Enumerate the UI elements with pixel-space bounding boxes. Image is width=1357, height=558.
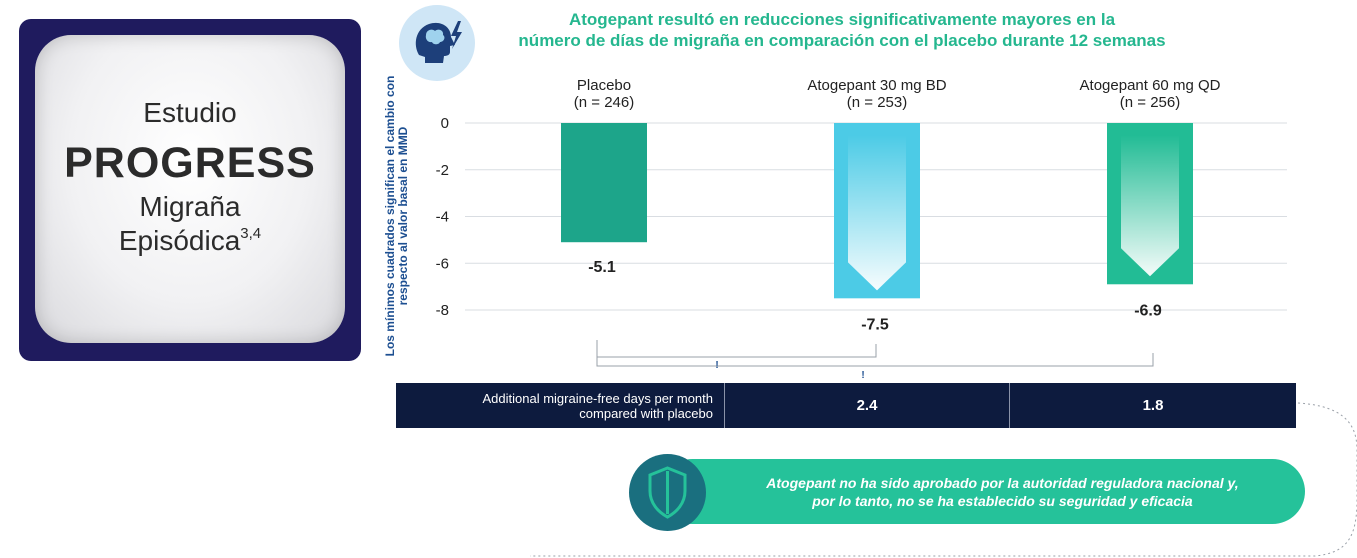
y-tick-label: -6 [436, 255, 449, 272]
significance-brackets: !! [596, 340, 1154, 381]
study-condition-type: Episódica3,4 [35, 225, 345, 257]
study-condition: Migraña [139, 191, 241, 222]
down-arrow [1121, 135, 1179, 277]
regulatory-notice-text: Atogepant no ha sido aprobado por la aut… [730, 459, 1275, 524]
table-divider [724, 383, 725, 428]
table-divider [1009, 383, 1010, 428]
y-tick-labels: 0 -2 -4 -6 -8 [436, 115, 449, 319]
y-tick-label: -8 [436, 302, 449, 319]
bracket-60mg [596, 353, 1154, 367]
table-row-label: Additional migraine-free days per month … [396, 383, 721, 428]
value-label: -7.5 [861, 316, 889, 333]
value-label: -5.1 [588, 259, 616, 276]
migraine-free-days-table: Additional migraine-free days per month … [396, 383, 1296, 428]
brain-lightning-icon [399, 5, 475, 81]
chart-title-line1: Atogepant resultó en reducciones signifi… [568, 10, 1116, 29]
regulatory-notice: Atogepant no ha sido aprobado por la aut… [660, 459, 1305, 524]
study-name: PROGRESS [64, 139, 316, 187]
y-tick-label: -2 [436, 162, 449, 179]
group-name: Atogepant 30 mg BD [807, 77, 947, 94]
study-reference: 3,4 [240, 225, 262, 242]
table-label-line2: compared with placebo [579, 405, 713, 421]
value-label: -6.9 [1134, 302, 1162, 319]
group-label-atogepant-60: Atogepant 60 mg QD (n = 256) [1040, 77, 1260, 111]
study-label: Estudio [143, 97, 237, 128]
notice-line1: Atogepant no ha sido aprobado por la aut… [766, 474, 1239, 491]
bars [561, 123, 1193, 299]
group-label-atogepant-30: Atogepant 30 mg BD (n = 253) [767, 77, 987, 111]
chart-title-line2: número de días de migraña en comparación… [518, 31, 1166, 50]
significance-mark: ! [715, 360, 718, 371]
table-label-line1: Additional migraine-free days per month [482, 390, 713, 406]
group-name: Atogepant 60 mg QD [1079, 77, 1221, 94]
y-tick-label: -4 [436, 209, 449, 226]
y-tick-label: 0 [441, 115, 449, 132]
study-card-inner: Estudio PROGRESS Migraña Episódica3,4 [35, 35, 345, 343]
down-arrow [848, 135, 906, 291]
chart-title: Atogepant resultó en reducciones signifi… [480, 9, 1204, 51]
significance-mark: ! [861, 370, 864, 381]
shield-icon [629, 454, 706, 531]
study-condition-type-text: Episódica [118, 225, 241, 256]
value-labels: -5.1 -7.5 -6.9 [588, 259, 1162, 333]
bar [561, 123, 647, 243]
group-n: (n = 246) [573, 94, 635, 111]
notice-line2: por lo tanto, no se ha establecido su se… [812, 492, 1193, 509]
group-n: (n = 256) [1119, 94, 1181, 111]
table-cell-atogepant-60: 1.8 [1142, 397, 1164, 414]
group-label-placebo: Placebo (n = 246) [494, 77, 714, 111]
table-cell-atogepant-30: 2.4 [856, 397, 878, 414]
group-name: Placebo [576, 77, 632, 94]
bracket-30mg [596, 340, 877, 358]
study-card: Estudio PROGRESS Migraña Episódica3,4 [19, 19, 361, 361]
group-n: (n = 253) [846, 94, 908, 111]
